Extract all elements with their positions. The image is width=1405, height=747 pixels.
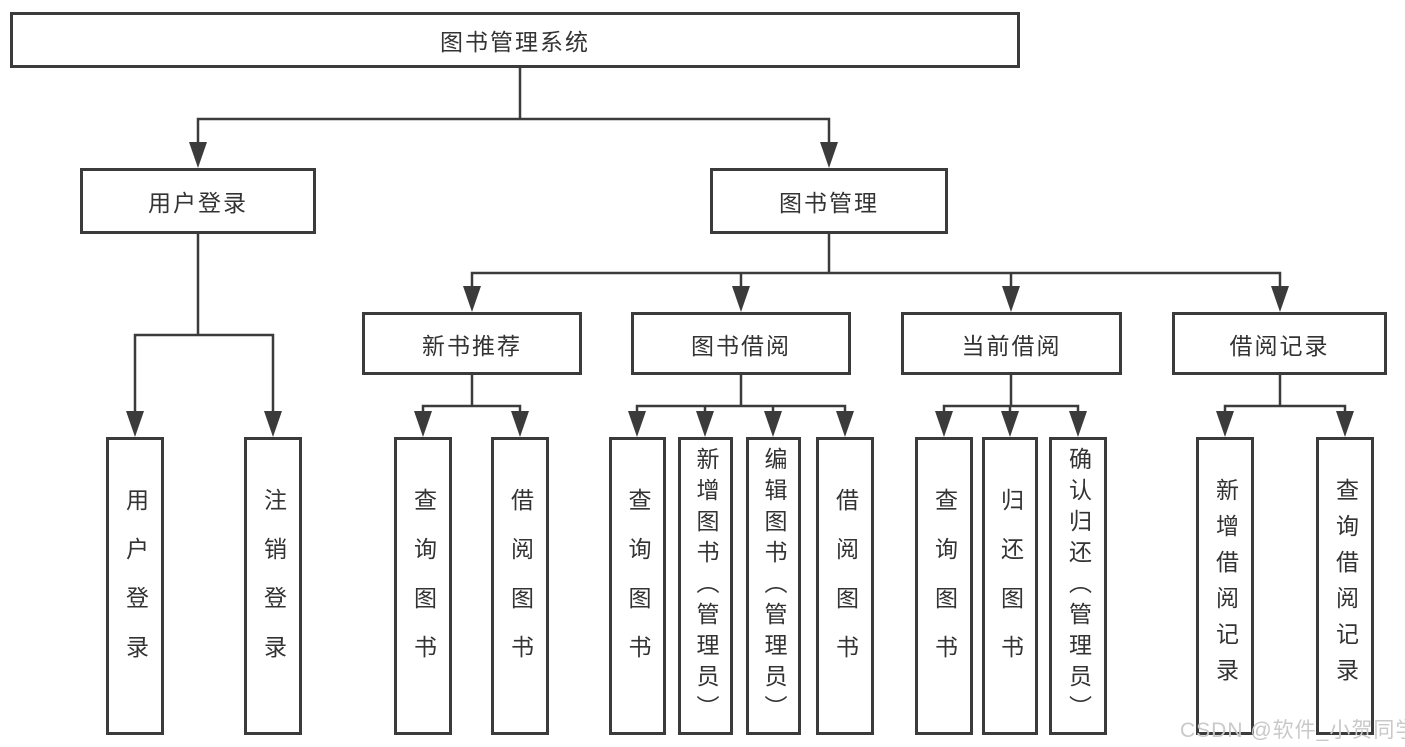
node-label: 查询图书 [410, 488, 437, 684]
node-book-management-branch: 图书管理 [710, 168, 948, 234]
node-confirm-return-admin: 确认归还（管理员） [1049, 437, 1107, 735]
node-label: 注销登录 [260, 488, 287, 684]
wire-user-login-to-leaves [133, 232, 275, 417]
node-query-borrow-record: 查询借阅记录 [1316, 437, 1374, 735]
node-add-books-admin: 新增图书（管理员） [678, 437, 733, 735]
arrow-down-icon [511, 411, 529, 437]
arrow-down-icon [764, 411, 782, 437]
arrow-down-icon [1002, 286, 1020, 312]
arrow-down-icon [1336, 411, 1354, 437]
node-label: 新增图书（管理员） [693, 446, 719, 726]
wire-root-to-level2 [196, 66, 831, 148]
node-new-book-recommend: 新书推荐 [362, 312, 582, 375]
arrow-down-icon [732, 286, 750, 312]
node-edit-books-admin: 编辑图书（管理员） [746, 437, 801, 735]
wire-borrow-records-to-leaves [1223, 373, 1347, 417]
connector-wires [133, 66, 1347, 417]
arrow-down-icon [1216, 411, 1234, 437]
node-current-borrow: 当前借阅 [901, 312, 1122, 375]
node-user-login-branch: 用户登录 [80, 168, 316, 234]
arrow-down-icon [1069, 411, 1087, 437]
node-label: 用户登录 [122, 488, 149, 684]
arrow-down-icon [696, 411, 714, 437]
node-label: 借阅图书 [507, 488, 534, 684]
wire-current-borrow-to-leaves [942, 373, 1080, 417]
node-query-books-3: 查询图书 [915, 437, 973, 735]
arrow-down-icon [820, 142, 838, 168]
arrow-down-icon [628, 411, 646, 437]
node-root-system: 图书管理系统 [10, 12, 1020, 68]
node-borrow-books-2: 借阅图书 [816, 437, 874, 735]
node-borrow-books-1: 借阅图书 [491, 437, 549, 735]
node-query-books-2: 查询图书 [609, 437, 666, 735]
arrow-down-icon [1001, 411, 1019, 437]
node-label: 查询借阅记录 [1332, 478, 1359, 694]
node-query-books-1: 查询图书 [394, 437, 452, 735]
arrow-down-icon [264, 411, 282, 437]
node-book-borrow: 图书借阅 [631, 312, 851, 375]
node-label: 确认归还（管理员） [1065, 446, 1092, 726]
node-label: 编辑图书（管理员） [761, 446, 787, 726]
node-return-books: 归还图书 [982, 437, 1038, 735]
arrow-down-icon [126, 411, 144, 437]
node-label: 归还图书 [997, 488, 1024, 684]
node-label: 新增借阅记录 [1212, 478, 1239, 694]
arrow-down-icon [414, 411, 432, 437]
node-label: 借阅图书 [832, 488, 859, 684]
connector-arrowheads [126, 142, 1354, 437]
node-label: 查询图书 [625, 488, 651, 684]
node-logout-leaf: 注销登录 [244, 437, 302, 735]
arrow-down-icon [935, 411, 953, 437]
arrow-down-icon [836, 411, 854, 437]
node-borrow-records: 借阅记录 [1172, 312, 1387, 375]
wire-book-mgmt-to-level3 [470, 232, 1282, 294]
node-label: 查询图书 [931, 488, 958, 684]
wire-book-borrow-to-leaves [635, 373, 847, 417]
csdn-watermark: CSDN @软件_小贺同学 [1180, 719, 1405, 742]
arrow-down-icon [1271, 286, 1289, 312]
arrow-down-icon [463, 286, 481, 312]
node-user-login-leaf: 用户登录 [106, 437, 164, 735]
wire-new-book-to-leaves [421, 373, 522, 417]
node-add-borrow-record: 新增借阅记录 [1196, 437, 1254, 735]
arrow-down-icon [189, 142, 207, 168]
